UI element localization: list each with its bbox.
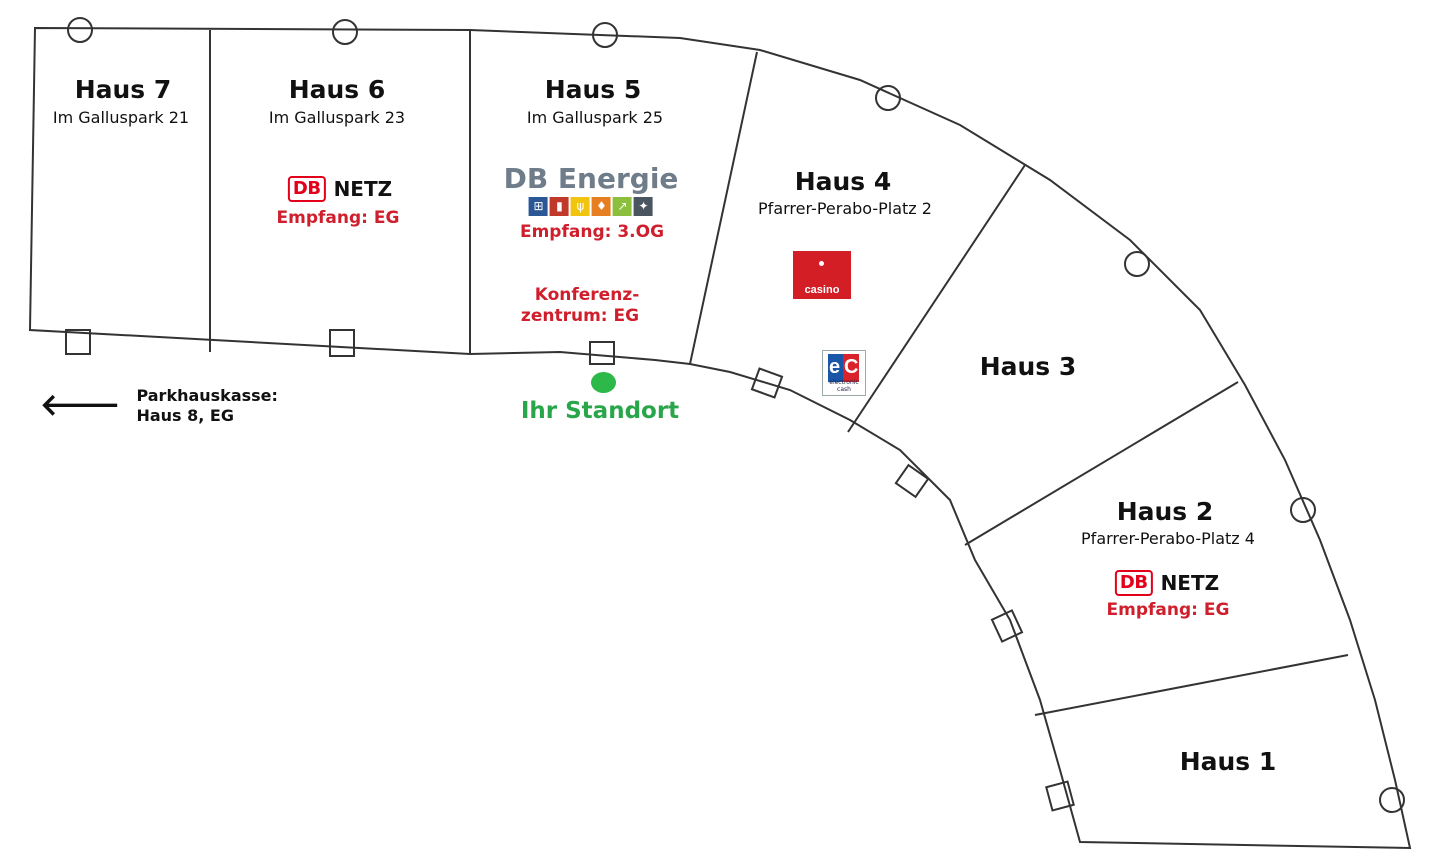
conference-center-line1: Konferenz- — [534, 285, 640, 305]
db-energie-logo: DB Energie ⊞▮ψ♦↗✦ — [503, 162, 679, 216]
fuel-icon: ▮ — [549, 197, 569, 216]
casino-logo: casino — [793, 251, 851, 299]
haus-4-title[interactable]: Haus 4 — [794, 167, 892, 196]
db-energie-wordmark: DB Energie — [503, 162, 679, 195]
chart-icon: ↗ — [612, 197, 632, 216]
service-icon: ✦ — [633, 197, 653, 216]
conference-center-line2: zentrum: EG — [520, 306, 640, 326]
netz-label: NETZ — [333, 177, 393, 201]
ec-logo-c: C — [844, 356, 859, 378]
haus-6-address: Im Galluspark 23 — [268, 108, 406, 127]
current-location-label: Ihr Standort — [520, 398, 680, 424]
current-location-marker — [591, 372, 616, 393]
wall-h5-h4 — [689, 51, 758, 365]
haus-1-title[interactable]: Haus 1 — [1179, 747, 1277, 776]
building-outline — [28, 26, 1412, 850]
db-netz-logo-haus-2: DB NETZ — [1114, 570, 1220, 596]
db-logo: DB — [287, 176, 326, 202]
netz-label: NETZ — [1160, 571, 1220, 595]
haus-4-address: Pfarrer-Perabo-Platz 2 — [758, 199, 932, 218]
haus-7-title[interactable]: Haus 7 — [74, 75, 172, 104]
ec-logo-red — [843, 354, 859, 382]
wall-h3-h2 — [964, 381, 1239, 546]
wall-h2-h1 — [1034, 654, 1349, 716]
haus-2-title[interactable]: Haus 2 — [1116, 497, 1214, 526]
flame-icon: ♦ — [591, 197, 611, 216]
haus-5-reception: Empfang: 3.OG — [519, 222, 665, 242]
parking-line-1: Parkhauskasse: — [136, 386, 278, 405]
db-logo: DB — [1114, 570, 1153, 596]
haus-6-reception: Empfang: EG — [276, 208, 400, 228]
haus-6-title[interactable]: Haus 6 — [288, 75, 386, 104]
haus-7-address: Im Galluspark 21 — [52, 108, 190, 127]
casino-logo-dot — [819, 261, 824, 266]
wall-h4-h3 — [847, 164, 1026, 433]
haus-5-address: Im Galluspark 25 — [526, 108, 664, 127]
parking-text: Parkhauskasse: Haus 8, EG — [136, 386, 277, 426]
ec-logo-caption: electronic cash — [829, 379, 859, 393]
ec-cash-logo: e C electronic cash — [822, 350, 866, 396]
power-icon: ψ — [570, 197, 590, 216]
train-icon: ⊞ — [528, 197, 548, 216]
db-energie-icon-strip: ⊞▮ψ♦↗✦ — [504, 197, 679, 216]
ec-logo-blue — [828, 354, 844, 382]
ec-logo-e: e — [829, 356, 841, 378]
db-netz-logo: DB NETZ — [287, 176, 393, 202]
arrow-left-icon: 🡐 — [40, 388, 121, 423]
haus-2-reception: Empfang: EG — [1106, 600, 1230, 620]
casino-logo-text: casino — [804, 284, 840, 296]
parking-direction[interactable]: 🡐 Parkhauskasse: Haus 8, EG — [40, 386, 278, 426]
haus-5-title[interactable]: Haus 5 — [544, 75, 642, 104]
haus-2-address: Pfarrer-Perabo-Platz 4 — [1081, 529, 1255, 548]
haus-3-title[interactable]: Haus 3 — [979, 352, 1077, 381]
parking-line-2: Haus 8, EG — [136, 406, 234, 425]
